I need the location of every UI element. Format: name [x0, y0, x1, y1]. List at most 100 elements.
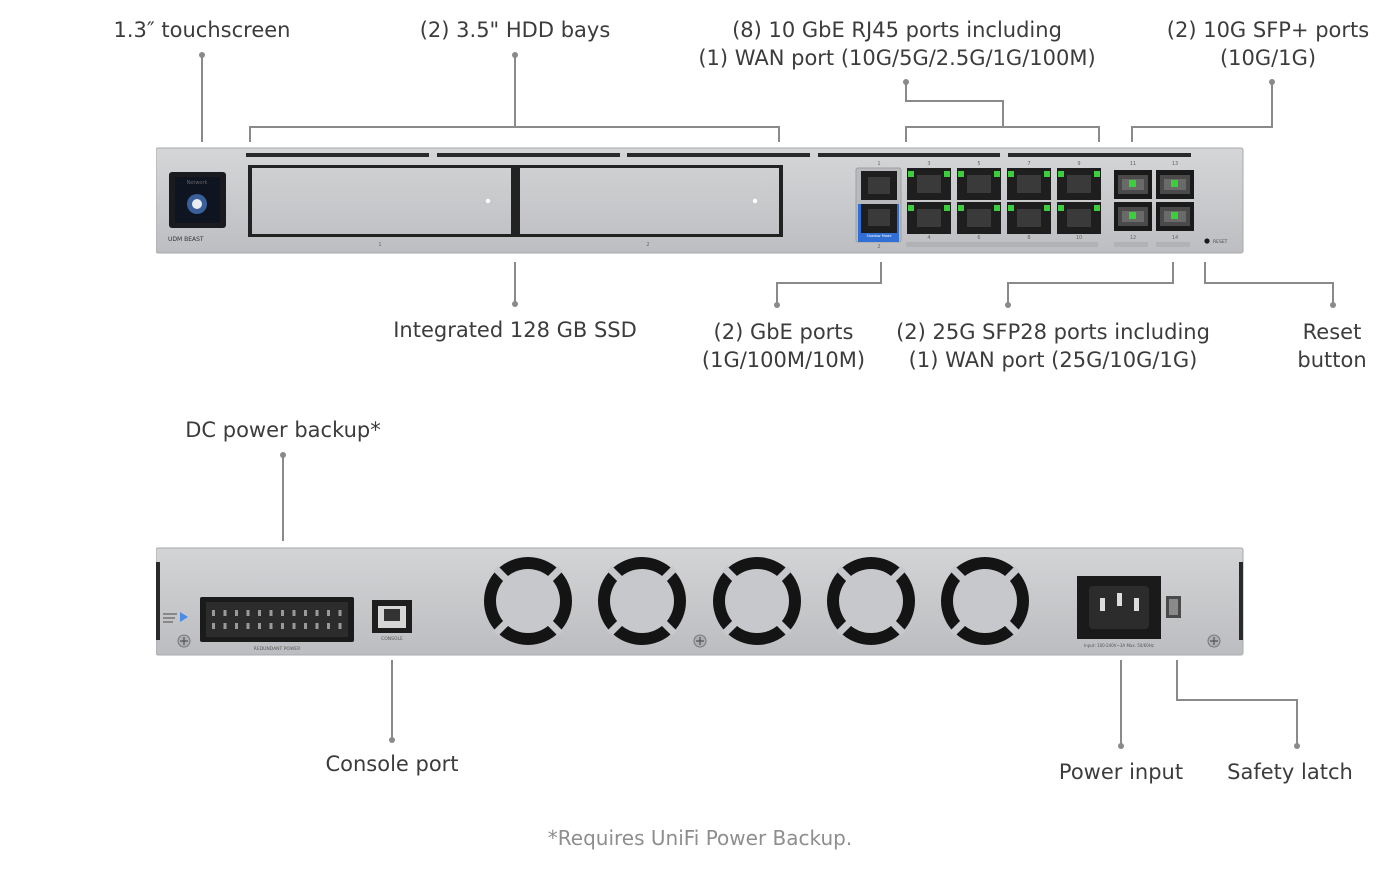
label-power-input: Power input	[1058, 760, 1184, 784]
dc-pin	[327, 610, 330, 616]
sfp28-port[interactable]	[1114, 202, 1152, 231]
bay-1-number: 1	[378, 242, 381, 248]
console-print: CONSOLE	[381, 636, 403, 642]
port-number: 3	[927, 161, 930, 167]
sfp-plus-port[interactable]	[1114, 170, 1152, 199]
safety-latch[interactable]	[1166, 596, 1181, 618]
front-panel: Network UDM BEAST 1 2 Shadow Mode 1 2 3 4…	[156, 147, 1244, 254]
label-console: Console port	[325, 752, 459, 776]
dc-pin	[304, 610, 307, 616]
label-rj45-line2: (1) WAN port (10G/5G/2.5G/1G/100M)	[698, 46, 1096, 70]
port-number: 4	[927, 235, 930, 241]
port-number: 8	[1027, 235, 1030, 241]
dc-pin	[246, 623, 250, 629]
model-label: UDM BEAST	[168, 236, 204, 243]
dc-pin	[269, 623, 273, 629]
console-port[interactable]: CONSOLE	[372, 600, 412, 642]
rj45-port[interactable]	[907, 168, 951, 200]
fan-vent	[484, 557, 572, 645]
dc-pin	[338, 610, 342, 616]
port-number: 7	[1027, 161, 1030, 167]
rear-panel: REDUNDANT POWER CONSOLE Input: 100-240V~…	[156, 547, 1244, 656]
redundant-power-print: REDUNDANT POWER	[254, 646, 301, 652]
rj45-port[interactable]	[907, 202, 951, 234]
dc-pin	[338, 623, 342, 629]
label-reset-line2: button	[1297, 348, 1367, 372]
label-sfp28: (2) 25G SFP28 ports including (1) WAN po…	[885, 318, 1221, 374]
label-rj45-ports: (8) 10 GbE RJ45 ports including (1) WAN …	[682, 16, 1112, 72]
label-ssd: Integrated 128 GB SSD	[393, 318, 637, 342]
label-hdd-bays: (2) 3.5" HDD bays	[419, 18, 611, 42]
rear-screws	[177, 634, 1221, 648]
dc-pin	[327, 623, 330, 629]
label-touchscreen: 1.3″ touchscreen	[113, 18, 291, 42]
dc-pin	[235, 623, 238, 629]
label-reset-line1: Reset	[1302, 320, 1362, 344]
dc-pin	[258, 610, 261, 616]
sfp-ports: 11 12 13 14	[1114, 161, 1194, 241]
dc-pin	[281, 610, 284, 616]
label-sfp-plus: (2) 10G SFP+ ports (10G/1G)	[1162, 16, 1374, 72]
sfp-number: 11	[1130, 161, 1136, 167]
dc-pin	[292, 623, 296, 629]
hdd-bay-2[interactable]: 2	[514, 165, 783, 248]
rj45-port[interactable]	[957, 168, 1001, 200]
label-safety-latch: Safety latch	[1227, 760, 1353, 784]
dc-power-connector[interactable]: REDUNDANT POWER	[200, 597, 354, 652]
dc-pin	[246, 610, 250, 616]
label-gbe: (2) GbE ports (1G/100M/10M)	[686, 318, 881, 374]
gbe-num-bottom: 2	[877, 244, 880, 250]
gbe-ports: Shadow Mode 1 2	[855, 161, 902, 250]
dc-pin	[223, 610, 227, 616]
label-rj45-line1: (8) 10 GbE RJ45 ports including	[732, 18, 1062, 42]
dc-pin	[212, 623, 215, 629]
sfp28-port[interactable]	[1156, 202, 1194, 231]
fans	[484, 557, 1029, 645]
footnote: *Requires UniFi Power Backup.	[547, 826, 853, 850]
rj45-port[interactable]	[1057, 202, 1101, 234]
sfp-number: 13	[1172, 161, 1178, 167]
fan-vent	[827, 557, 915, 645]
port-number: 9	[1077, 161, 1080, 167]
rj45-port[interactable]	[957, 202, 1001, 234]
fan-vent	[941, 557, 1029, 645]
gbe-num-top: 1	[877, 161, 880, 167]
dc-pin	[212, 610, 215, 616]
dc-pin	[258, 623, 261, 629]
dc-pin	[235, 610, 238, 616]
rj45-port[interactable]	[1057, 168, 1101, 200]
screen-app-label: Network	[187, 180, 208, 186]
sfp-number: 12	[1130, 235, 1136, 241]
bay-2-number: 2	[646, 242, 649, 248]
dc-pin	[281, 623, 284, 629]
reset-button[interactable]: RESET	[1204, 238, 1228, 245]
power-input[interactable]: Input: 100-240V~3A Max. 50/60Hz	[1077, 576, 1161, 648]
rj45-port[interactable]	[1007, 202, 1051, 234]
label-gbe-line1: (2) GbE ports	[713, 320, 854, 344]
label-dc-power: DC power backup*	[185, 418, 381, 442]
reset-print: RESET	[1213, 239, 1228, 245]
label-sfp28-line2: (1) WAN port (25G/10G/1G)	[908, 348, 1198, 372]
dc-pin	[304, 623, 307, 629]
label-gbe-line2: (1G/100M/10M)	[701, 348, 866, 372]
shadow-mode-label: Shadow Mode	[866, 234, 892, 238]
sfp-plus-port[interactable]	[1156, 170, 1194, 199]
dc-pin	[223, 623, 227, 629]
label-sfp28-line1: (2) 25G SFP28 ports including	[896, 320, 1210, 344]
dc-pin	[292, 610, 296, 616]
label-sfp-plus-line2: (10G/1G)	[1219, 46, 1317, 70]
sfp-number: 14	[1172, 235, 1178, 241]
label-reset: Reset button	[1282, 318, 1382, 374]
dc-pin	[269, 610, 273, 616]
port-number: 10	[1076, 235, 1082, 241]
fan-vent	[713, 557, 801, 645]
port-number: 5	[977, 161, 980, 167]
power-rating-print: Input: 100-240V~3A Max. 50/60Hz	[1084, 643, 1154, 648]
touchscreen[interactable]: Network	[169, 172, 226, 228]
rj45-port[interactable]	[1007, 168, 1051, 200]
label-sfp-plus-line1: (2) 10G SFP+ ports	[1166, 18, 1370, 42]
hdd-bay-1[interactable]: 1	[248, 165, 514, 248]
dc-pin	[315, 610, 319, 616]
